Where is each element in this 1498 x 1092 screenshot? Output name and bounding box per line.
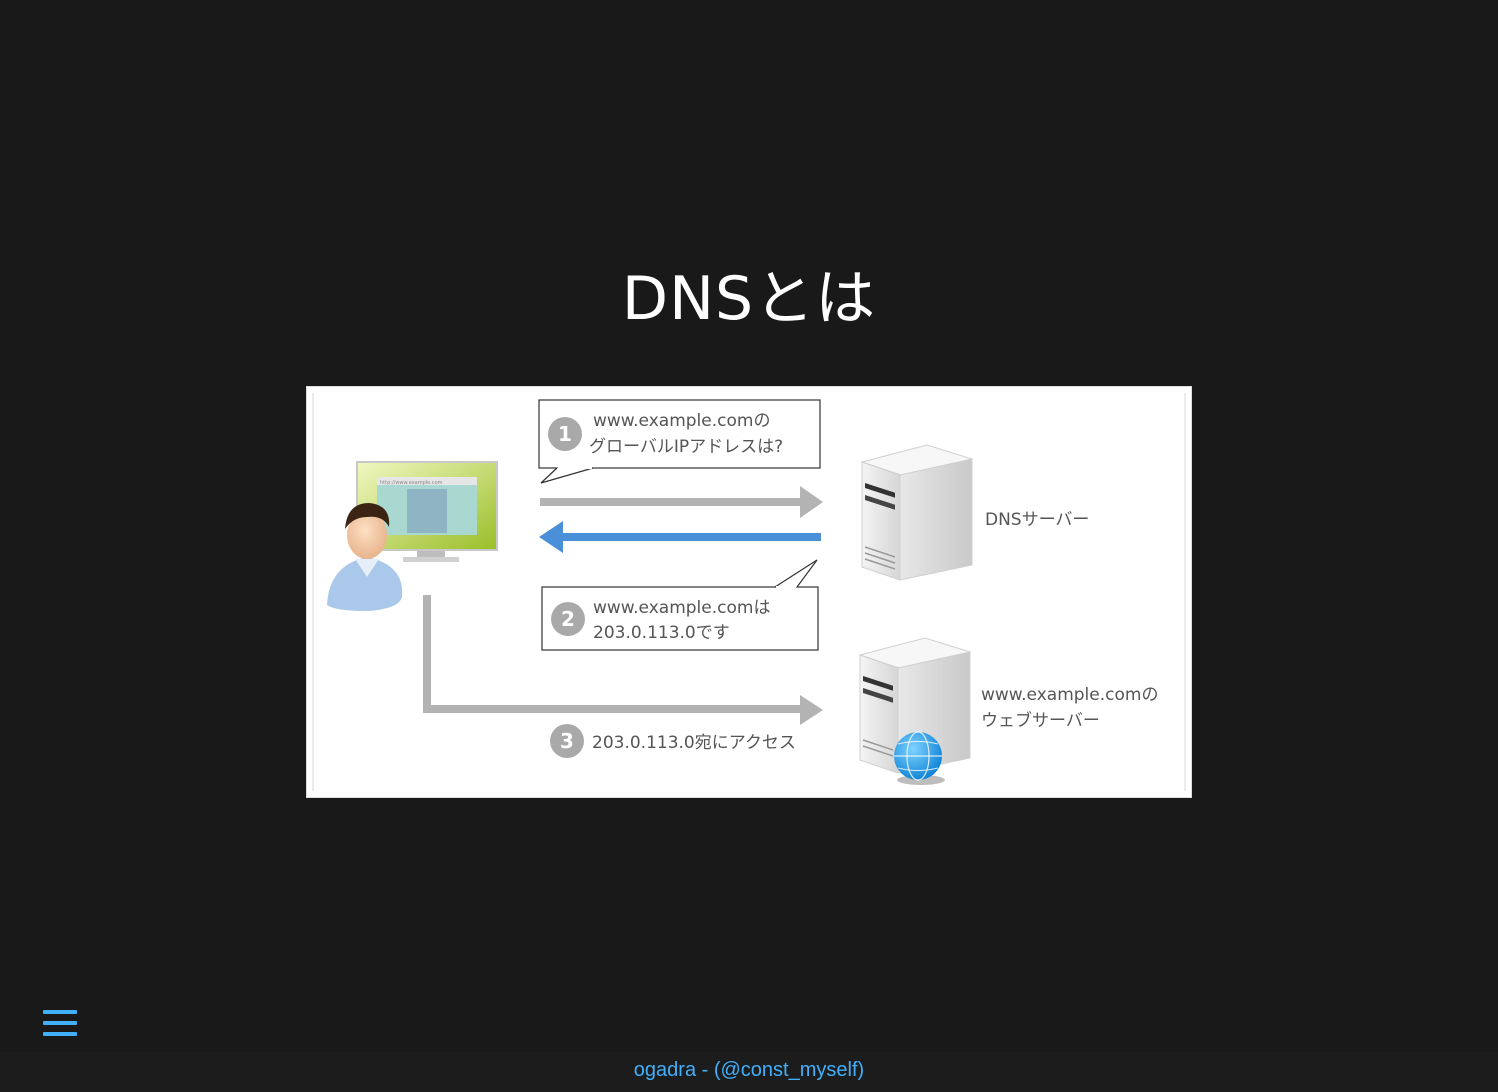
slide-title: DNSとは bbox=[0, 250, 1498, 337]
request-arrow bbox=[540, 486, 823, 518]
slide: DNSとは bbox=[0, 0, 1498, 1052]
menu-bar bbox=[43, 1032, 77, 1036]
footer-credit[interactable]: ogadra - (@const_myself) bbox=[634, 1059, 864, 1082]
globe-icon bbox=[894, 732, 942, 780]
step-1-line-2: グローバルIPアドレスは? bbox=[589, 437, 783, 457]
menu-bar bbox=[43, 1010, 77, 1014]
response-arrow bbox=[539, 521, 821, 553]
hamburger-menu-icon[interactable] bbox=[43, 1010, 77, 1040]
step-2-number: 2 bbox=[561, 607, 575, 631]
step-1-number: 1 bbox=[558, 422, 572, 446]
step-3-label: 3 203.0.113.0宛にアクセス bbox=[550, 724, 796, 758]
step-3-number: 3 bbox=[560, 729, 574, 753]
web-server-label-line-1: www.example.comの bbox=[981, 685, 1158, 705]
query-speech-bubble: 1 www.example.comの グローバルIPアドレスは? bbox=[539, 400, 820, 483]
footer: ogadra - (@const_myself) bbox=[0, 1052, 1498, 1092]
step-2-line-2: 203.0.113.0です bbox=[593, 623, 730, 643]
step-2-line-1: www.example.comは bbox=[593, 598, 770, 618]
step-1-line-1: www.example.comの bbox=[593, 411, 770, 431]
menu-bar bbox=[43, 1021, 77, 1025]
monitor-url: http://www.example.com bbox=[380, 480, 443, 486]
step-3-text: 203.0.113.0宛にアクセス bbox=[592, 733, 796, 753]
dns-server-label: DNSサーバー bbox=[985, 510, 1089, 530]
response-speech-bubble: 2 www.example.comは 203.0.113.0です bbox=[542, 560, 818, 650]
dns-server-icon bbox=[862, 445, 972, 580]
dns-diagram: http://www.example.com 1 www.example.com… bbox=[307, 387, 1191, 797]
web-server-label-line-2: ウェブサーバー bbox=[981, 710, 1100, 731]
